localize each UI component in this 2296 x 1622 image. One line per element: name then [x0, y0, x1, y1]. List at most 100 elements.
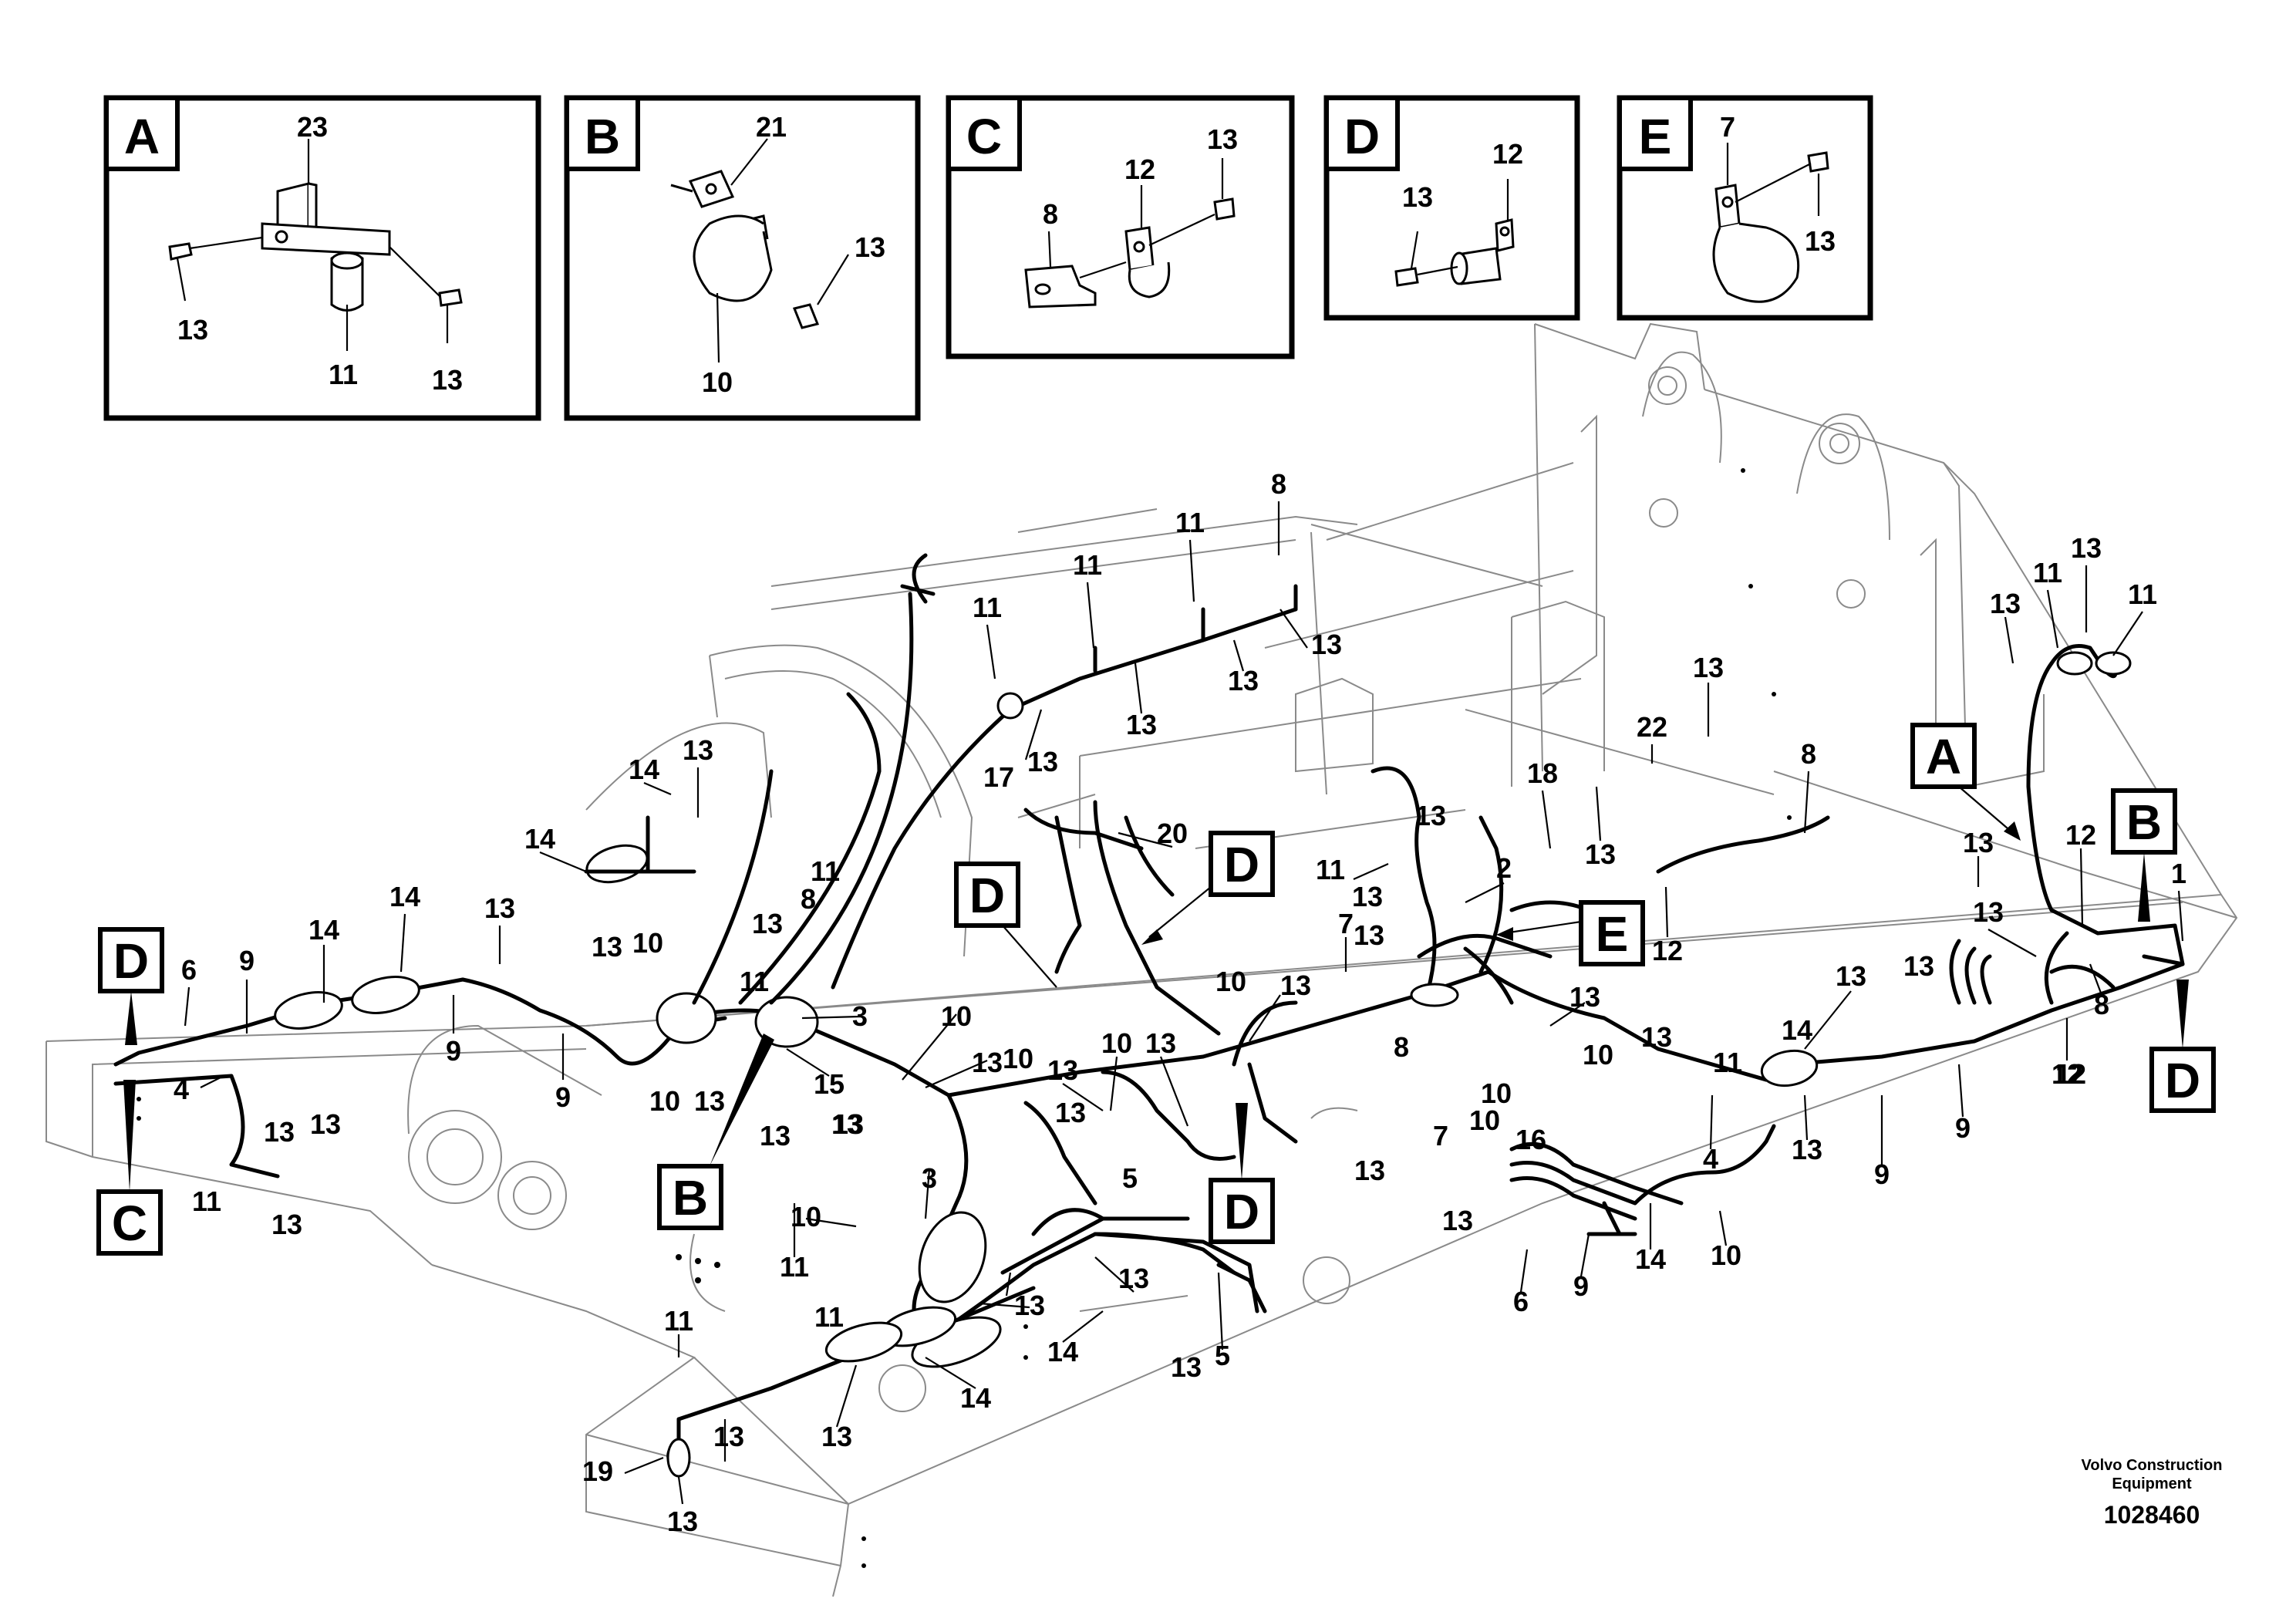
callout: 13 — [310, 1108, 341, 1140]
callout: 13 — [1055, 1097, 1086, 1128]
callout: 14 — [524, 823, 555, 855]
callout: 10 — [1481, 1077, 1512, 1109]
callout: 13 — [752, 908, 783, 939]
callout: 3 — [852, 1000, 868, 1032]
callout: 17 — [983, 761, 1014, 793]
callout: 13 — [484, 892, 515, 924]
callout: 11 — [1316, 854, 1345, 885]
callout: 5 — [1122, 1162, 1138, 1194]
callout: 1 — [2171, 858, 2186, 889]
callout: 11 — [664, 1305, 693, 1337]
callout: 14 — [629, 754, 659, 785]
callout: 13 — [1352, 881, 1383, 912]
view-marker: D — [969, 868, 1005, 923]
detail-view-a: A 23 13 11 13 — [103, 95, 541, 421]
callout-labels: 8 11 11 11 13 13 13 17 13 13 11 13 11 13… — [174, 468, 2186, 1537]
callout: 13 — [1311, 629, 1342, 660]
callout: 13 — [831, 1108, 862, 1140]
callout: 10 — [1215, 966, 1246, 997]
callout: 2 — [1496, 852, 1512, 884]
callout: 13 — [1171, 1351, 1202, 1383]
callout: 13 — [1014, 1290, 1045, 1321]
callout: 5 — [1215, 1340, 1230, 1371]
callout: 13 — [592, 931, 622, 963]
callout: 13 — [1442, 1205, 1473, 1236]
callout: 12 — [1652, 935, 1683, 966]
view-marker: C — [112, 1195, 147, 1251]
callout: 13 — [1145, 1027, 1176, 1059]
callout: 11 — [811, 855, 840, 887]
callout: 11 — [1175, 507, 1205, 538]
callout: 15 — [814, 1068, 845, 1100]
callout: 13 — [694, 1085, 725, 1117]
callout: 11 — [2033, 557, 2062, 588]
callout: 8 — [801, 883, 816, 915]
callout: 13 — [972, 1047, 1003, 1078]
view-marker: D — [2165, 1053, 2200, 1108]
callout: 13 — [1641, 1021, 1672, 1053]
part-number: 11 — [329, 359, 358, 390]
part-number: 12 — [1124, 153, 1155, 185]
leader-lines — [184, 501, 2184, 1505]
callout: 14 — [389, 881, 420, 912]
detail-letter: E — [1639, 109, 1672, 164]
detail-view-e: E 7 13 — [1617, 95, 1873, 321]
callout: 18 — [1527, 757, 1558, 789]
callout: 8 — [2094, 989, 2109, 1020]
detail-letter: A — [124, 109, 160, 164]
callout: 13 — [1415, 800, 1446, 831]
part-number: 13 — [1207, 123, 1238, 155]
callout: 10 — [1003, 1043, 1033, 1074]
callout: 13 — [1836, 960, 1866, 992]
view-marker: D — [1224, 1184, 1259, 1239]
callout: 13 — [760, 1120, 791, 1152]
callout: 4 — [1703, 1143, 1718, 1175]
drawing-number: 1028460 — [2104, 1501, 2200, 1529]
callout: 14 — [308, 914, 339, 946]
callout: 7 — [1338, 908, 1354, 939]
part-number: 13 — [432, 364, 463, 396]
callout: 14 — [1047, 1336, 1078, 1367]
callout: 13 — [1280, 969, 1311, 1001]
callout: 13 — [1963, 827, 1994, 858]
callout: 14 — [960, 1382, 991, 1414]
callout: 9 — [446, 1035, 461, 1067]
callout: 13 — [1693, 652, 1724, 683]
detail-letter: C — [966, 109, 1002, 164]
callout: 13 — [1118, 1263, 1149, 1294]
callout: 10 — [1583, 1039, 1613, 1071]
callout: 11 — [1073, 549, 1102, 581]
callout: 10 — [1101, 1027, 1132, 1059]
callout: 9 — [1573, 1270, 1589, 1302]
part-number: 13 — [177, 314, 208, 346]
callout: 11 — [1713, 1047, 1742, 1078]
callout: 8 — [1801, 738, 1816, 770]
part-number: 8 — [1043, 198, 1058, 230]
callout: 19 — [582, 1455, 613, 1487]
callout: 12 — [2065, 819, 2096, 851]
callout: 11 — [740, 966, 769, 997]
view-marker: D — [113, 933, 149, 989]
callout: 14 — [1782, 1014, 1812, 1046]
callout: 9 — [1955, 1112, 1971, 1144]
part-number: 23 — [297, 111, 328, 143]
view-marker: B — [2126, 794, 2162, 850]
footer: Volvo Construction Equipment 1028460 — [2082, 1457, 2223, 1529]
callout: 13 — [1903, 950, 1934, 982]
callout: 13 — [1354, 919, 1384, 951]
callout: 13 — [683, 734, 713, 766]
detail-letter: D — [1344, 109, 1380, 164]
view-marker: B — [673, 1170, 708, 1226]
detail-view-d: D 12 13 — [1323, 95, 1580, 321]
view-marker: D — [1224, 837, 1259, 892]
detail-view-c: C 8 12 13 — [946, 95, 1295, 359]
callout: 12 — [2052, 1058, 2082, 1090]
callout: 13 — [1047, 1054, 1078, 1086]
callout: 13 — [2071, 532, 2102, 564]
part-number: 13 — [855, 231, 885, 263]
company-name-line1: Volvo Construction — [2082, 1457, 2223, 1474]
part-number: 13 — [1402, 181, 1433, 213]
callout: 13 — [667, 1506, 698, 1537]
part-number: 7 — [1720, 111, 1735, 143]
callout: 13 — [1585, 838, 1616, 870]
